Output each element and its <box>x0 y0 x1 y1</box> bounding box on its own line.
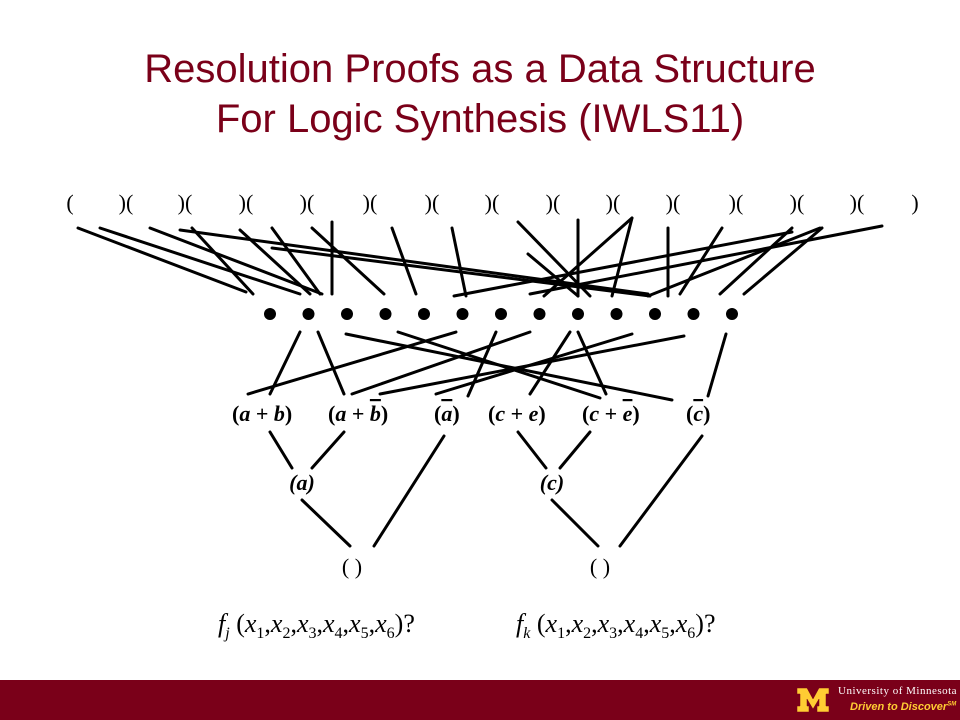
edge <box>396 330 602 400</box>
edge <box>148 226 324 296</box>
slide-title: Resolution Proofs as a Data Structure Fo… <box>0 44 960 144</box>
variable-dot <box>726 308 738 320</box>
edge <box>316 330 346 396</box>
empty-clause-right: ( ) <box>590 554 610 579</box>
top-paren: )( <box>606 190 621 215</box>
top-paren: )( <box>363 190 378 215</box>
dot-row <box>264 308 738 320</box>
variable-dot <box>533 308 546 320</box>
clause-not-a: (a) <box>434 401 460 426</box>
edge <box>618 434 704 548</box>
edge <box>450 226 468 298</box>
function-fj: fj (x1,x2,x3,x4,x5,x6)? <box>218 609 415 642</box>
edge <box>542 216 634 298</box>
footer-bar: University of Minnesota Driven to Discov… <box>0 680 960 720</box>
edge <box>190 226 255 296</box>
variable-dot <box>456 308 469 320</box>
resolvent-c: (c) <box>540 470 564 495</box>
variable-dot <box>649 308 661 320</box>
edge <box>178 228 650 296</box>
top-paren: )( <box>300 190 315 215</box>
edge <box>516 430 548 470</box>
lower-edges <box>246 330 728 402</box>
top-paren: )( <box>546 190 561 215</box>
top-paren: )( <box>239 190 254 215</box>
title-line-2: For Logic Synthesis (IWLS11) <box>215 97 745 141</box>
variable-dot <box>495 308 507 320</box>
edge <box>452 230 794 298</box>
edge <box>718 226 794 296</box>
edge <box>706 332 728 398</box>
resolution-proof-diagram: ( )( )( )( )( )( )( )( )( )( )( )( )( )(… <box>66 190 918 642</box>
variable-dot <box>341 308 353 320</box>
edge <box>372 434 446 548</box>
clause-a-or-b: (a + b) <box>232 401 292 426</box>
top-paren: )( <box>729 190 744 215</box>
variable-dot <box>572 308 584 320</box>
edge <box>610 216 634 298</box>
university-name: University of Minnesota <box>838 685 958 697</box>
edge <box>576 330 608 396</box>
edge <box>268 330 302 396</box>
top-paren: )( <box>790 190 805 215</box>
top-paren: )( <box>178 190 193 215</box>
variable-dot <box>302 308 315 320</box>
tagline: Driven to DiscoverSM <box>850 701 957 713</box>
resolvent-a: (a) <box>289 470 315 495</box>
top-paren: ( <box>66 190 73 215</box>
edge <box>378 334 686 396</box>
top-paren: )( <box>666 190 681 215</box>
university-m-logo <box>796 687 830 713</box>
top-clause-row: ( )( )( )( )( )( )( )( )( )( )( )( )( )(… <box>66 190 918 215</box>
clause-not-c: (c) <box>686 401 710 426</box>
variable-dot <box>687 308 700 320</box>
clause-c-or-not-e: (c + e) <box>582 401 640 426</box>
edge <box>466 330 498 398</box>
edge <box>526 252 580 298</box>
edge <box>310 430 346 470</box>
edge <box>270 226 322 296</box>
edge <box>528 224 884 296</box>
edge <box>76 226 248 294</box>
variable-dot <box>264 308 276 320</box>
edge <box>350 330 532 396</box>
edge <box>300 498 352 548</box>
edge <box>98 226 302 296</box>
top-paren: )( <box>485 190 500 215</box>
title-line-1: Resolution Proofs as a Data Structure <box>144 47 816 91</box>
empty-clause-left: ( ) <box>342 554 362 579</box>
top-paren: )( <box>119 190 134 215</box>
upper-edges <box>76 216 884 298</box>
edge <box>310 226 386 296</box>
edge <box>390 226 418 296</box>
edge <box>268 430 294 470</box>
top-paren: ) <box>911 190 918 215</box>
clause-c-or-e: (c + e) <box>488 401 546 426</box>
edge <box>238 228 312 296</box>
edge <box>246 330 458 396</box>
edge <box>550 498 600 548</box>
variable-dot <box>379 308 392 320</box>
clause-row: (a + b) (a + b) (a) (c + e) (c + e) (c) <box>232 401 710 426</box>
top-paren: )( <box>425 190 440 215</box>
function-fk: fk (x1,x2,x3,x4,x5,x6)? <box>516 609 716 642</box>
variable-dot <box>418 308 430 320</box>
top-paren: )( <box>850 190 865 215</box>
edge <box>558 430 592 470</box>
variable-dot <box>610 308 623 320</box>
clause-a-or-not-b: (a + b) <box>328 401 388 426</box>
resolvent-edges <box>268 430 704 548</box>
edge <box>646 226 822 298</box>
